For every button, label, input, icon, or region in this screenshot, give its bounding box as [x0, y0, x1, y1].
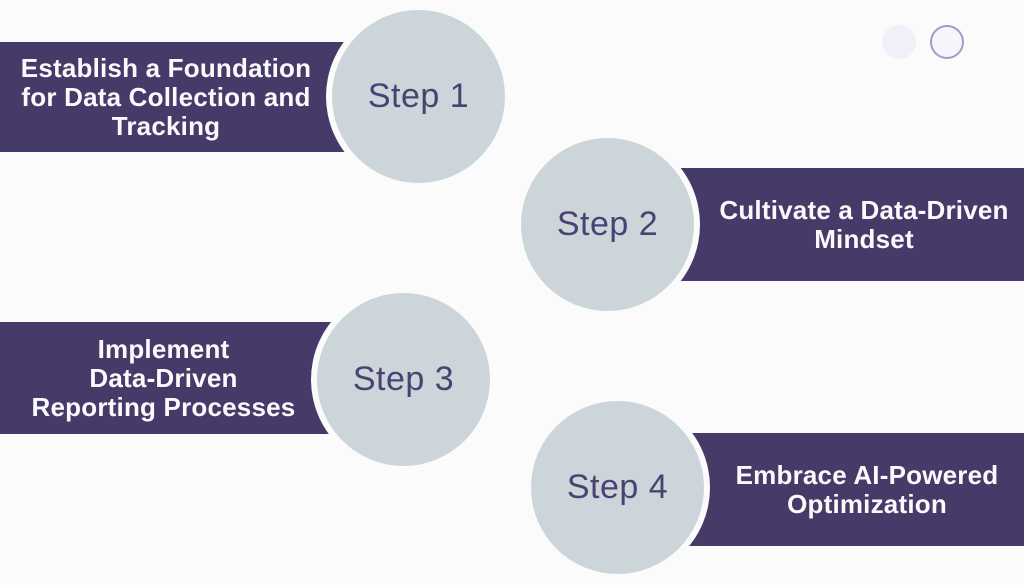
pagination-dot-filled-icon[interactable]	[882, 25, 916, 59]
pagination-dot-outline-icon[interactable]	[930, 25, 964, 59]
step-1-label: Step 1	[367, 77, 470, 115]
step-3-title-line-2: Data-Driven	[89, 362, 238, 393]
step-3-label: Step 3	[352, 360, 455, 398]
step-4-title-line-2: Optimization	[787, 488, 947, 519]
step-2-title-line-2: Mindset	[814, 223, 914, 254]
step-1-title-line-2: for Data Collection and	[21, 81, 311, 112]
step-4-label: Step 4	[566, 468, 669, 506]
step-3-circle: Step 3	[317, 293, 490, 466]
step-3-title-line-3: Reporting Processes	[31, 391, 296, 422]
step-1-title-line-1: Establish a Foundation	[20, 52, 312, 83]
step-3-title-line-1: Implement	[97, 333, 230, 364]
step-2-circle: Step 2	[521, 138, 694, 311]
step-1-circle: Step 1	[332, 10, 505, 183]
step-4-circle: Step 4	[531, 401, 704, 574]
step-4-title-line-1: Embrace AI-Powered	[735, 459, 999, 490]
step-1-title-line-3: Tracking	[111, 110, 221, 141]
step-2-title-line-1: Cultivate a Data-Driven	[719, 194, 1009, 225]
step-2-label: Step 2	[556, 205, 659, 243]
